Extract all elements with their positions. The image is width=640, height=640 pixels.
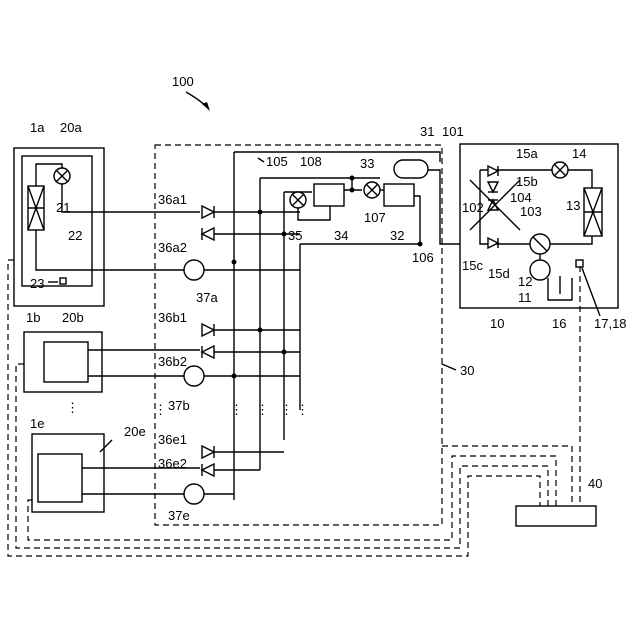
label-hx-b: 20b: [62, 310, 84, 325]
label-system: 100: [172, 74, 194, 89]
label-pump-37b: 37b: [168, 398, 190, 413]
leader-105: [258, 158, 264, 162]
label-controller-40: 40: [588, 476, 602, 491]
label-check-36e1: 36e1: [158, 432, 187, 447]
label-hx-34: 34: [334, 228, 348, 243]
check-36e1: [202, 446, 214, 458]
label-pump-37a: 37a: [196, 290, 218, 305]
label-compressor-11: 11: [518, 290, 532, 305]
label-pipe-106: 106: [412, 250, 434, 265]
junctions: [232, 210, 287, 379]
pump-37a: [184, 260, 204, 280]
svg-text:⋮: ⋮: [256, 402, 269, 417]
label-check-36b2: 36b2: [158, 354, 187, 369]
label-check-36a2: 36a2: [158, 240, 187, 255]
label-pipe-103: 103: [520, 204, 542, 219]
svg-text:⋮: ⋮: [296, 402, 309, 417]
check-36a2: [202, 228, 214, 240]
check-36e2: [202, 464, 214, 476]
outdoor-unit-10: [460, 144, 618, 308]
label-accum-16: 16: [552, 316, 566, 331]
controller-40: [516, 506, 596, 526]
ellipsis-indoor: ⋮: [66, 400, 79, 415]
hx-34: [314, 184, 344, 206]
label-check-15c: 15c: [462, 258, 483, 273]
label-valve-14: 14: [572, 146, 586, 161]
label-check-15b: 15b: [516, 174, 538, 189]
accumulator-31: [394, 160, 428, 178]
leader-17-18: [582, 268, 600, 316]
label-four-way-12: 12: [518, 274, 532, 289]
leader-30: [442, 364, 456, 370]
pump-37e: [184, 484, 204, 504]
label-pipe-105: 105: [266, 154, 288, 169]
label-pipe-108: 108: [300, 154, 322, 169]
label-check-36e2: 36e2: [158, 456, 187, 471]
svg-text:⋮: ⋮: [280, 402, 293, 417]
label-pipe-101: 101: [442, 124, 464, 139]
label-valve-35: 35: [288, 228, 302, 243]
label-pipe-107: 107: [364, 210, 386, 225]
label-hx-e: 20e: [124, 424, 146, 439]
label-check-15d: 15d: [488, 266, 510, 281]
label-relay-30: 30: [460, 363, 474, 378]
label-hx-a: 20a: [60, 120, 82, 135]
label-check-15a: 15a: [516, 146, 538, 161]
label-coil-13: 13: [566, 198, 580, 213]
label-valve-33: 33: [360, 156, 374, 171]
label-sensor-23: 23: [30, 276, 44, 291]
svg-text:⋮: ⋮: [154, 402, 167, 417]
check-36b1: [202, 324, 214, 336]
label-check-36b1: 36b1: [158, 310, 187, 325]
label-pump-37e: 37e: [168, 508, 190, 523]
label-sensors-17-18: 17,18: [594, 316, 627, 331]
hx-32: [384, 184, 414, 206]
label-valve-21: 21: [56, 200, 70, 215]
label-indoor-a: 1a: [30, 120, 45, 135]
svg-text:⋮: ⋮: [230, 402, 243, 417]
branch-a: [184, 206, 300, 280]
relay-piping: [234, 152, 460, 500]
label-accum-31: 31: [420, 124, 434, 139]
leader-20e: [100, 440, 112, 452]
label-pipe-104: 104: [510, 190, 532, 205]
pump-37b: [184, 366, 204, 386]
branch-b: [184, 324, 300, 386]
label-indoor-e: 1e: [30, 416, 44, 431]
check-36a1: [202, 206, 214, 218]
check-36b2: [202, 346, 214, 358]
label-indoor-b: 1b: [26, 310, 40, 325]
label-pipe-102: 102: [462, 200, 484, 215]
label-hx-32: 32: [390, 228, 404, 243]
label-coil-22: 22: [68, 228, 82, 243]
label-check-36a1: 36a1: [158, 192, 187, 207]
label-outdoor-10: 10: [490, 316, 504, 331]
